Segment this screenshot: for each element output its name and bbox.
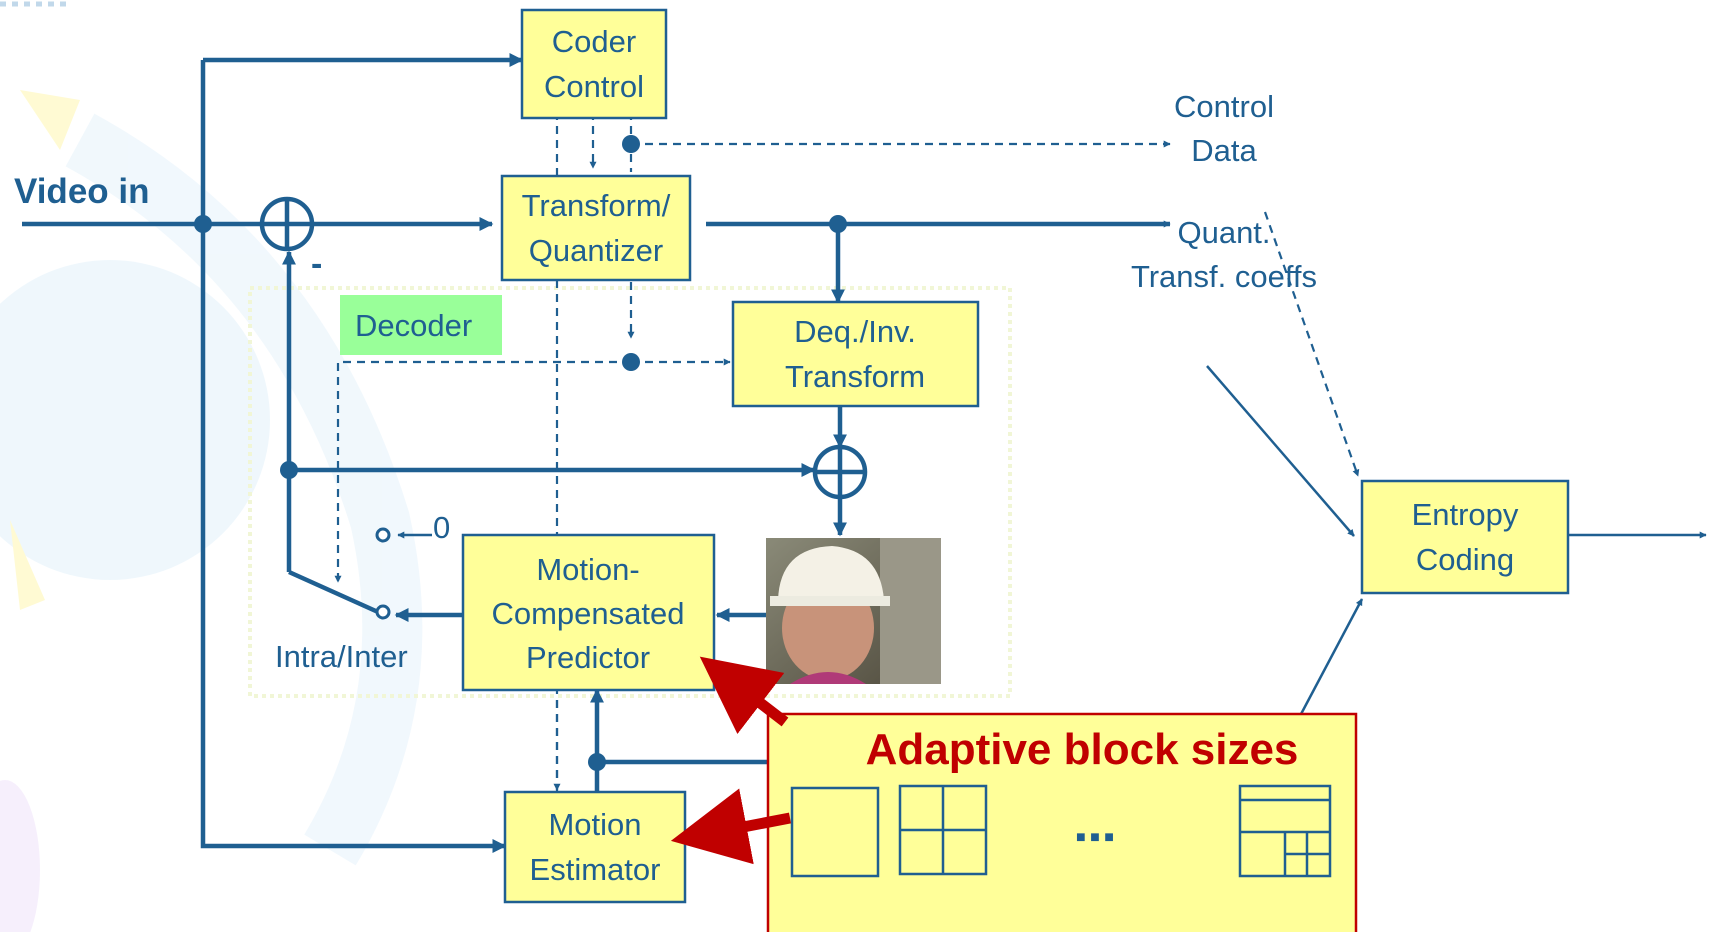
entropy-line-1: Entropy bbox=[1412, 497, 1519, 532]
video-in-label: Video in bbox=[14, 172, 150, 211]
callout-arrow-to-estimator bbox=[670, 788, 792, 865]
subtractor-node bbox=[259, 196, 315, 252]
junction-dot bbox=[622, 135, 640, 153]
entropy-line-2: Coding bbox=[1416, 542, 1514, 577]
mc-predictor-block: Motion- Compensated Predictor bbox=[461, 533, 716, 692]
coder-control-block: Coder Control bbox=[520, 8, 668, 120]
mcp-line-2: Compensated bbox=[491, 596, 684, 631]
mcp-line-1: Motion- bbox=[536, 552, 639, 587]
transform-line-1: Transform/ bbox=[522, 188, 671, 223]
me-line-1: Motion bbox=[548, 807, 641, 842]
callout-arrow-to-predictor bbox=[699, 656, 789, 735]
junction-dot bbox=[588, 753, 606, 771]
deq-line-2: Transform bbox=[785, 359, 925, 394]
mcp-line-3: Predictor bbox=[526, 640, 650, 675]
control-data-label-2: Data bbox=[1191, 133, 1257, 168]
deq-line-1: Deq./Inv. bbox=[794, 314, 916, 349]
zero-terminal bbox=[375, 527, 391, 543]
minus-sign: - bbox=[311, 245, 322, 283]
to-motion-estimator bbox=[200, 224, 507, 853]
intra-inter-label: Intra/Inter bbox=[275, 639, 408, 674]
motion-estimator-block: Motion Estimator bbox=[503, 790, 687, 904]
adaptive-block-sizes-callout: Adaptive block sizes ■ ■ ■ bbox=[766, 712, 1358, 932]
decoder-label-bg bbox=[340, 295, 502, 355]
inter-terminal bbox=[375, 604, 391, 620]
deq-inv-transform-block: Deq./Inv. Transform bbox=[731, 300, 980, 408]
callout-ellipsis: ■ ■ ■ bbox=[1076, 829, 1114, 846]
coder-control-line-2: Control bbox=[544, 69, 644, 104]
block-8x8-split-icon bbox=[898, 784, 988, 876]
adder-node bbox=[812, 444, 868, 500]
block-16x16-icon bbox=[790, 786, 880, 878]
coeffs-to-entropy bbox=[1263, 211, 1360, 477]
junction-dot bbox=[280, 461, 298, 479]
transform-line-2: Quantizer bbox=[529, 233, 663, 268]
control-to-switch bbox=[334, 360, 631, 583]
block-mixed-split-icon bbox=[1238, 784, 1332, 878]
junction-dot bbox=[829, 215, 847, 233]
zero-label: 0 bbox=[433, 510, 450, 545]
control-data-label-1: Control bbox=[1174, 89, 1274, 124]
decoder-label: Decoder bbox=[355, 308, 472, 343]
input-to-entropy-1 bbox=[1206, 365, 1355, 537]
quant-coeffs-label-1: Quant. bbox=[1177, 215, 1270, 250]
callout-title: Adaptive block sizes bbox=[866, 725, 1299, 774]
intra-inter-switch bbox=[288, 569, 379, 615]
mv-to-entropy bbox=[1298, 598, 1364, 717]
quant-coeffs-label-2: Transf. coeffs bbox=[1131, 259, 1317, 294]
transform-quantizer-block: Transform/ Quantizer bbox=[500, 174, 692, 282]
entropy-coding-block: Entropy Coding bbox=[1360, 479, 1570, 595]
junction-dot bbox=[194, 215, 212, 233]
coder-control-line-1: Coder bbox=[552, 24, 636, 59]
decoded-frame-image bbox=[766, 538, 941, 684]
junction-dot bbox=[622, 353, 640, 371]
me-line-2: Estimator bbox=[530, 852, 661, 887]
